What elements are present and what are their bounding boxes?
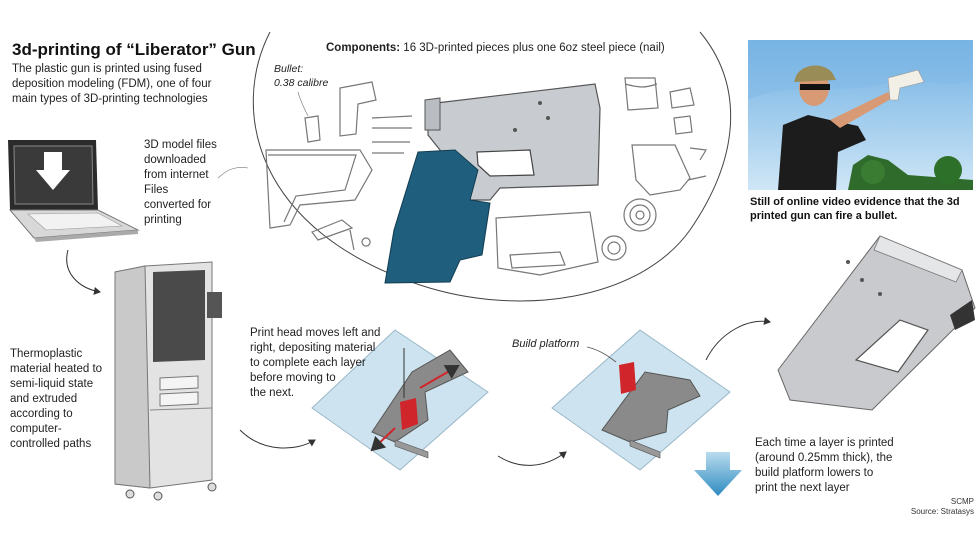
thermoplastic-line-3: semi-liquid state [10, 378, 94, 390]
layer-line-3: build platform lowers to [755, 467, 874, 479]
photo-caption-line-1: Still of online video evidence that the … [750, 196, 960, 208]
layer-line-1: Each time a layer is printed [755, 437, 894, 449]
thermoplastic-line-5: according to [10, 408, 73, 420]
print-head-line-1: Print head moves left and [250, 327, 381, 339]
thermoplastic-line-6: computer- [10, 423, 62, 435]
video-still-image [748, 40, 973, 190]
print-head-line-3: to complete each layer [250, 357, 366, 369]
print-head-line-4: before moving to [250, 372, 336, 384]
3d-printer-illustration [114, 261, 222, 501]
build-platform-2 [551, 329, 731, 471]
video-still-photo [748, 40, 973, 190]
thermoplastic-line-2: material heated to [10, 363, 103, 375]
lower-platform-arrow [694, 452, 742, 496]
build-platform-label: Build platform [512, 338, 580, 350]
download-line-4: Files [144, 184, 169, 196]
laptop-illustration [8, 140, 140, 242]
download-line-6: printing [144, 214, 182, 226]
download-line-3: from internet [144, 169, 209, 181]
printed-frame-part [777, 235, 976, 411]
layer-step-text: Each time a layer is printed (around 0.2… [755, 436, 894, 496]
bullet-label: Bullet: 0.38 calibre [274, 62, 328, 90]
bullet-label-line-2: 0.38 calibre [274, 77, 329, 89]
components-oval [252, 31, 732, 302]
photo-caption-line-2: printed gun can fire a bullet. [750, 210, 898, 222]
components-text: 16 3D-printed pieces plus one 6oz steel … [400, 42, 665, 54]
source-line-2: Source: Stratasys [910, 507, 974, 516]
layer-line-4: print the next layer [755, 482, 850, 494]
print-head-line-5: the next. [250, 387, 295, 399]
download-line-1: 3D model files [144, 139, 217, 151]
thermoplastic-step-text: Thermoplastic material heated to semi-li… [10, 347, 102, 452]
gun-parts-outlines [265, 77, 707, 276]
download-line-2: downloaded [144, 154, 207, 166]
download-step-text: 3D model files downloaded from internet … [144, 138, 217, 228]
photo-caption: Still of online video evidence that the … [750, 195, 960, 223]
thermoplastic-line-7: controlled paths [10, 438, 92, 450]
source-line-1: SCMP [950, 497, 974, 506]
intro-text: The plastic gun is printed using fused d… [12, 63, 212, 105]
build-platform-1 [311, 329, 489, 471]
download-line-5: converted for [144, 199, 212, 211]
source-credit: SCMP Source: Stratasys [911, 497, 974, 517]
print-head-line-2: right, depositing material [250, 342, 376, 354]
page-title: 3d-printing of “Liberator” Gun [12, 40, 256, 59]
gun-grip [384, 149, 491, 284]
thermoplastic-line-1: Thermoplastic [10, 348, 83, 360]
bullet-label-line-1: Bullet: [274, 63, 304, 75]
print-head-step-text: Print head moves left and right, deposit… [250, 326, 380, 401]
layer-line-2: (around 0.25mm thick), the [755, 452, 893, 464]
thermoplastic-line-4: and extruded [10, 393, 78, 405]
components-caption: Components: 16 3D-printed pieces plus on… [326, 42, 665, 54]
components-label: Components: [326, 42, 401, 54]
